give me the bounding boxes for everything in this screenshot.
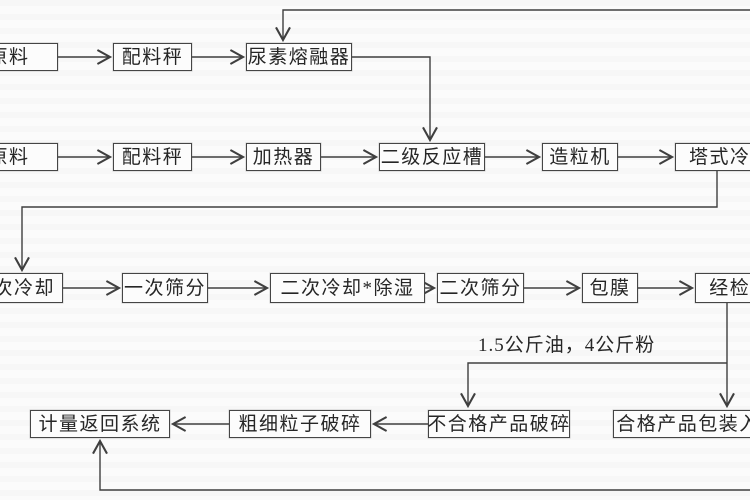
node-qualified-product-packing: 合格产品包装入 [613,410,750,438]
node-inspection: 经检验 [695,273,750,303]
node-granulator: 造粒机 [542,143,618,171]
node-batching-scale-1: 配料秤 [113,43,192,71]
arrow-melter-to-reactor [352,56,438,143]
arrow-tower-to-cool1 [14,171,718,273]
ratio-annotation: 1.5公斤油，4公斤粉 [478,335,656,356]
arrow-inspection-to-reject [460,362,727,409]
node-metering-return-system: 计量返回系统 [30,410,170,438]
node-heater: 加热器 [246,143,321,171]
node-batching-scale-2: 配料秤 [113,143,192,171]
node-primary-cooling: 一次冷却 [0,273,63,303]
node-secondary-cooling-dehumidify: 二次冷却*除湿 [270,273,425,303]
node-reject-product-crushing: 不合格产品破碎 [427,410,570,438]
node-raw-material-2: 原料 [0,143,58,171]
node-tower-cooling: 塔式冷却 [675,143,750,171]
node-coarse-fine-particle-crushing: 粗细粒子破碎 [229,410,371,438]
arrow-recycle-to-melter [275,9,750,43]
node-secondary-reaction-tank: 二级反应槽 [379,143,485,171]
node-coating: 包膜 [582,273,638,303]
node-raw-material-1: 原料 [0,43,58,71]
node-secondary-screening: 二次筛分 [437,273,524,303]
arrow-bottom-return-to-metering [92,438,750,491]
node-urea-melter: 尿素熔融器 [246,43,352,71]
node-primary-screening: 一次筛分 [122,273,208,303]
